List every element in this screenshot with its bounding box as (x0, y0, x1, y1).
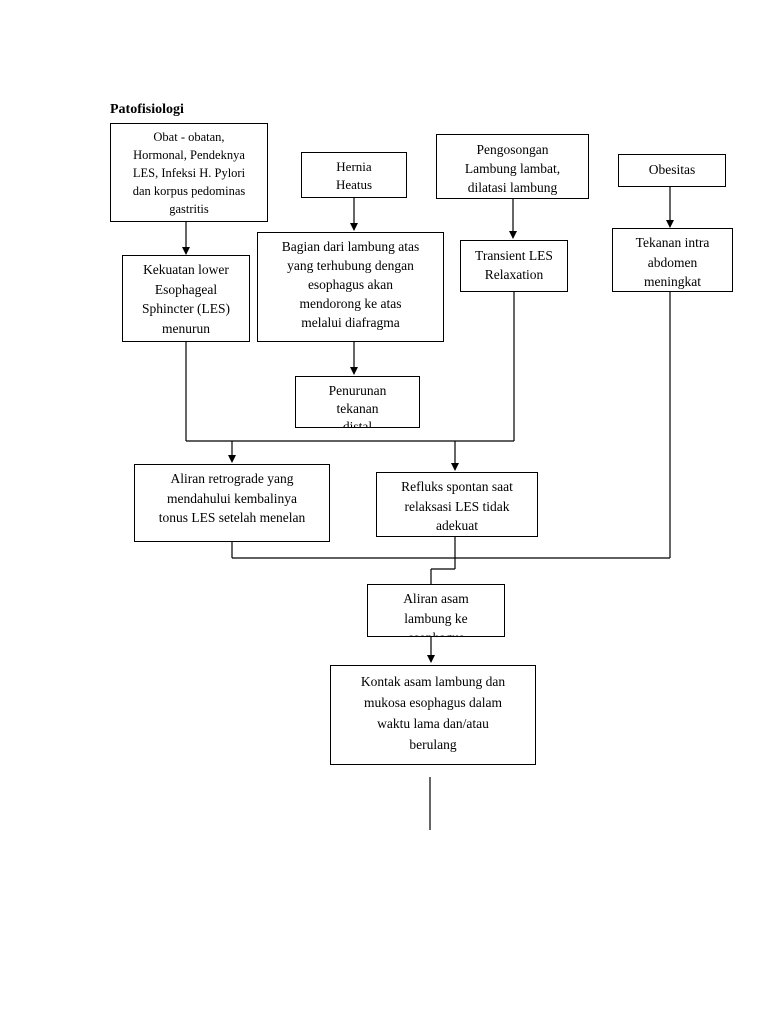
node-aliran-asam: Aliran asam lambung ke esophagus (367, 584, 505, 637)
node-hernia-label: Hernia Heatus (335, 159, 373, 192)
node-penurunan-label: Penurunan tekanan distal (328, 383, 387, 428)
node-obat-label: Obat - obatan, Hormonal, Pendeknya LES, … (132, 130, 246, 216)
node-aliran-retrograde: Aliran retrograde yang mendahului kembal… (134, 464, 330, 542)
node-aliran-retrograde-label: Aliran retrograde yang mendahului kembal… (158, 471, 306, 525)
node-hernia: Hernia Heatus (301, 152, 407, 198)
node-pengosongan-label: Pengosongan Lambung lambat, dilatasi lam… (464, 142, 561, 195)
node-kontak-label: Kontak asam lambung dan mukosa esophagus… (360, 674, 506, 752)
node-kekuatan: Kekuatan lower Esophageal Sphincter (LES… (122, 255, 250, 342)
node-kontak: Kontak asam lambung dan mukosa esophagus… (330, 665, 536, 765)
node-refluks-label: Refluks spontan saat relaksasi LES tidak… (401, 479, 513, 533)
node-pengosongan: Pengosongan Lambung lambat, dilatasi lam… (436, 134, 589, 199)
node-transient-label: Transient LES Relaxation (475, 248, 553, 282)
node-obesitas: Obesitas (618, 154, 726, 187)
node-bagian: Bagian dari lambung atas yang terhubung … (257, 232, 444, 342)
node-bagian-label: Bagian dari lambung atas yang terhubung … (281, 239, 420, 330)
page-title: Patofisiologi (110, 102, 184, 117)
node-kekuatan-label: Kekuatan lower Esophageal Sphincter (LES… (141, 262, 231, 336)
node-obesitas-label: Obesitas (648, 162, 696, 177)
node-penurunan: Penurunan tekanan distal (295, 376, 420, 428)
node-transient: Transient LES Relaxation (460, 240, 568, 292)
node-aliran-asam-label: Aliran asam lambung ke esophagus (403, 591, 469, 636)
node-obat: Obat - obatan, Hormonal, Pendeknya LES, … (110, 123, 268, 222)
node-tekanan-intra: Tekanan intra abdomen meningkat (612, 228, 733, 292)
node-tekanan-intra-label: Tekanan intra abdomen meningkat (635, 235, 710, 289)
node-refluks: Refluks spontan saat relaksasi LES tidak… (376, 472, 538, 537)
